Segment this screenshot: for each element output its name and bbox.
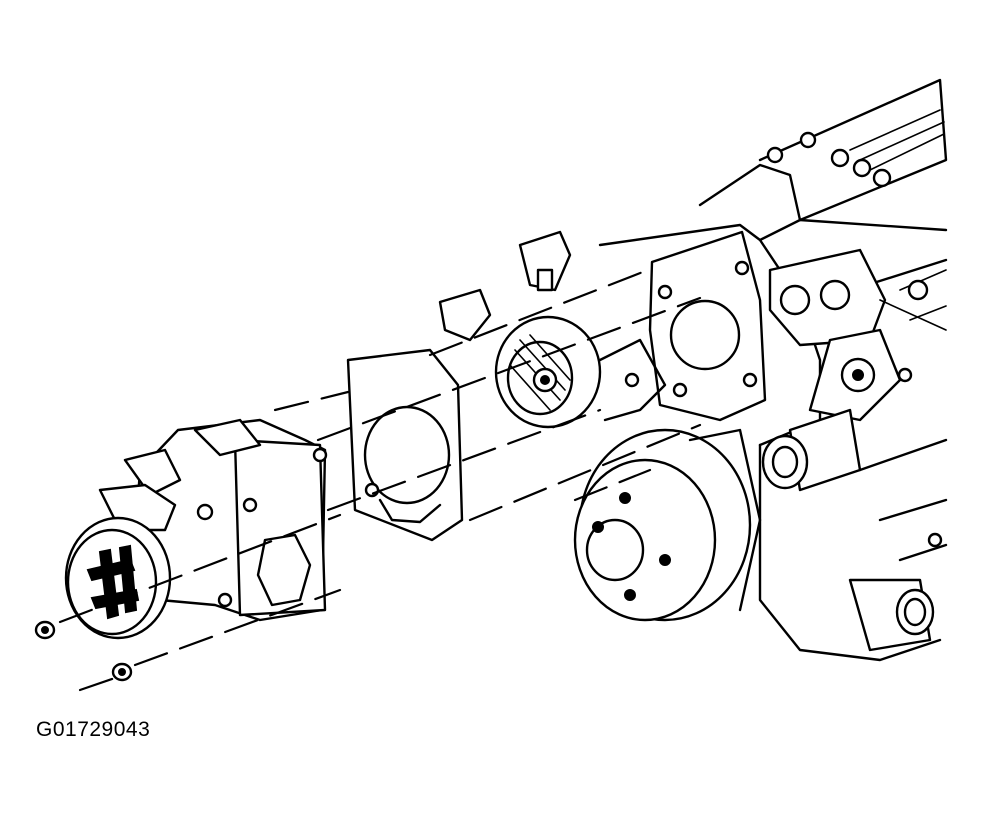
engine-assembly — [598, 78, 948, 662]
nut-icon — [34, 620, 56, 640]
nut-icon — [111, 662, 133, 682]
pulley-icon — [573, 428, 762, 622]
manifold-bolt-icons — [766, 131, 892, 188]
sensor-connector-icons — [438, 230, 572, 342]
idler-pulley-icon — [494, 315, 667, 429]
alignment-lines — [58, 268, 702, 692]
gasket-icon — [346, 348, 464, 542]
figure-id-label: G01729043 — [36, 718, 151, 741]
throttle-body-icon — [64, 418, 328, 640]
